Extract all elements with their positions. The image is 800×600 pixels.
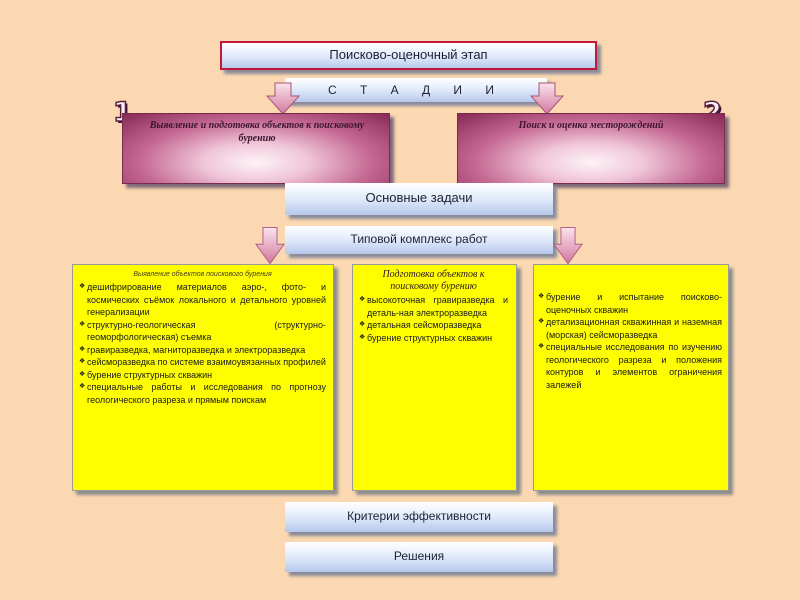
main-tasks-label: Основные задачи — [365, 190, 473, 205]
stage-box-2: Поиск и оценка месторождений — [457, 113, 725, 184]
down-arrow-icon — [530, 82, 564, 115]
list-item: сейсморазведка по системе взаимоувязанны… — [79, 356, 326, 369]
typical-complex-label: Типовой комплекс работ — [350, 232, 488, 246]
down-arrow-icon — [553, 227, 583, 265]
decisions-label: Решения — [393, 549, 445, 563]
works-box-preparation: Подготовка объектов к поисковому бурению… — [352, 264, 517, 491]
list-item: бурение структурных скважин — [359, 332, 508, 345]
list-item: специальные работы и исследования по про… — [79, 381, 326, 406]
typical-complex-bar: Типовой комплекс работ — [285, 226, 553, 254]
list-item: бурение структурных скважин — [79, 369, 326, 382]
list-item: гравиразведка, магниторазведка и электро… — [79, 344, 326, 357]
list-item: высокоточная гравиразведка и деталь-ная … — [359, 294, 508, 319]
works-box-detection: Выявление объектов поискового бурения де… — [72, 264, 334, 491]
works-box-heading: Подготовка объектов к поисковому бурению — [382, 269, 485, 292]
list-item: бурение и испытание поисково-оценочных с… — [538, 291, 722, 316]
works-list: бурение и испытание поисково-оценочных с… — [538, 291, 722, 391]
efficiency-criteria-bar: Критерии эффективности — [285, 502, 553, 532]
title-text: Поисково-оценочный этап — [329, 47, 488, 62]
stage-1-label: Выявление и подготовка объектов к поиско… — [149, 120, 365, 144]
decisions-bar: Решения — [285, 542, 553, 572]
stage-box-1: Выявление и подготовка объектов к поиско… — [122, 113, 390, 184]
efficiency-criteria-label: Критерии эффективности — [347, 509, 491, 523]
title-bar: Поисково-оценочный этап — [220, 41, 597, 70]
stages-label: С Т А Д И И — [327, 83, 505, 97]
stage-2-label: Поиск и оценка месторождений — [518, 120, 664, 131]
down-arrow-icon — [266, 82, 300, 115]
down-arrow-icon — [255, 227, 285, 265]
stages-bar: С Т А Д И И — [285, 78, 547, 102]
works-list: дешифрирование материалов аэро-, фото- и… — [79, 281, 326, 406]
list-item: дешифрирование материалов аэро-, фото- и… — [79, 281, 326, 319]
main-tasks-bar: Основные задачи — [285, 183, 553, 215]
works-list: высокоточная гравиразведка и деталь-ная … — [359, 294, 508, 344]
works-box-search: бурение и испытание поисково-оценочных с… — [533, 264, 729, 491]
list-item: специальные исследования по изучению гео… — [538, 341, 722, 391]
list-item: детальная сейсморазведка — [359, 319, 508, 332]
works-box-heading: Выявление объектов поискового бурения — [133, 271, 272, 278]
list-item: структурно-геологическая (структурно-гео… — [79, 319, 326, 344]
list-item: детализационная скважинная и наземная (м… — [538, 316, 722, 341]
